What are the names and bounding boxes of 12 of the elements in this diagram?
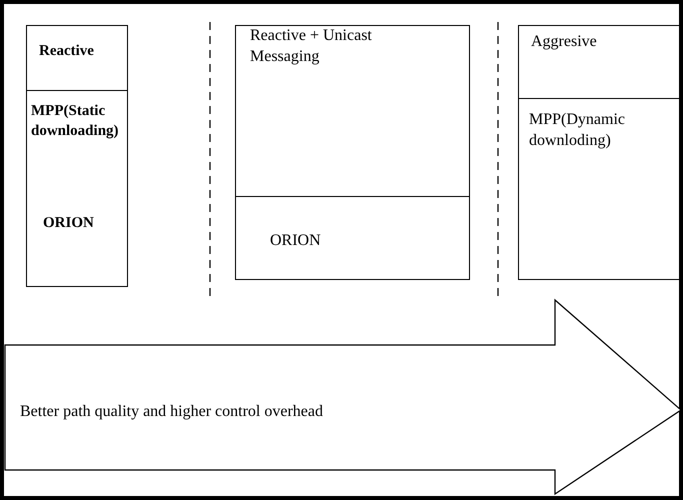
box-text: MPP(Static downloading) <box>31 102 120 140</box>
box-heading: Aggresive <box>531 32 598 52</box>
box-text: ORION <box>270 231 322 251</box>
block-arrow <box>4 298 683 496</box>
category-box <box>235 25 470 280</box>
category-box <box>26 25 128 287</box>
box-heading: Reactive <box>39 42 95 61</box>
category-box <box>518 25 681 280</box>
box-text: ORION <box>43 214 95 233</box>
box-heading: Reactive + Unicast Messaging <box>250 26 373 67</box>
box-text: MPP(Dynamic downloding) <box>529 110 626 151</box>
box-text: Better path quality and higher control overhead <box>20 402 324 422</box>
